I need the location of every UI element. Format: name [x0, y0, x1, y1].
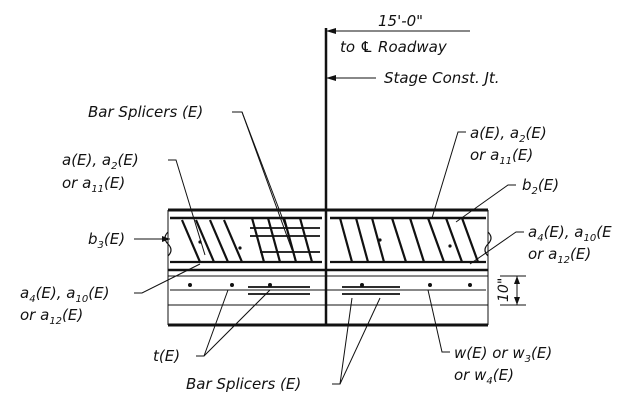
depth-dimension: 10"	[496, 275, 526, 306]
bar-splicers-top-label: Bar Splicers (E)	[88, 103, 203, 121]
t-label: t(E)	[153, 347, 180, 365]
b2-callout: b2(E)	[455, 176, 559, 223]
bar-splicers-bottom-callout: Bar Splicers (E)	[186, 297, 381, 393]
w-callout: w(E) or w3(E) or w4(E)	[427, 289, 552, 387]
a-right-line1: a(E), a2(E)	[470, 124, 547, 145]
a4-left-callout: a4(E), a10(E) or a12(E)	[20, 263, 201, 327]
depth-label: 10"	[496, 278, 512, 302]
stage-joint-callout: Stage Const. Jt.	[326, 69, 500, 87]
w-line1: w(E) or w3(E)	[454, 344, 552, 365]
dimension-roadway: to ℄ Roadway	[340, 38, 448, 56]
bar-splicers-bottom-label: Bar Splicers (E)	[186, 375, 301, 393]
bar-splicers-top-callout: Bar Splicers (E)	[88, 103, 293, 251]
a4-left-line2: or a12(E)	[20, 306, 83, 327]
a4-left-line1: a4(E), a10(E)	[20, 284, 109, 305]
a-left-line1: a(E), a2(E)	[62, 151, 139, 172]
a4-right-callout: a4(E), a10(E or a12(E)	[469, 223, 612, 266]
a-right-line2: or a11(E)	[470, 146, 533, 167]
a4-right-line1: a4(E), a10(E	[528, 223, 612, 244]
dimension-length: 15'-0"	[378, 12, 423, 30]
a4-right-line2: or a12(E)	[528, 245, 591, 266]
w-line2: or w4(E)	[454, 366, 514, 387]
b3-callout: b3(E)	[88, 230, 170, 251]
roadway-dimension: 15'-0" to ℄ Roadway	[326, 12, 470, 56]
stage-joint-label: Stage Const. Jt.	[384, 69, 500, 87]
a-right-callout: a(E), a2(E) or a11(E)	[431, 124, 547, 219]
bottom-bars	[170, 238, 486, 295]
b3-label: b3(E)	[88, 230, 125, 251]
b2-label: b2(E)	[522, 176, 559, 197]
t-callout: t(E)	[153, 289, 271, 365]
a-left-callout: a(E), a2(E) or a11(E)	[62, 151, 206, 256]
a-left-line2: or a11(E)	[62, 174, 125, 195]
diagonal-bars	[180, 217, 480, 263]
